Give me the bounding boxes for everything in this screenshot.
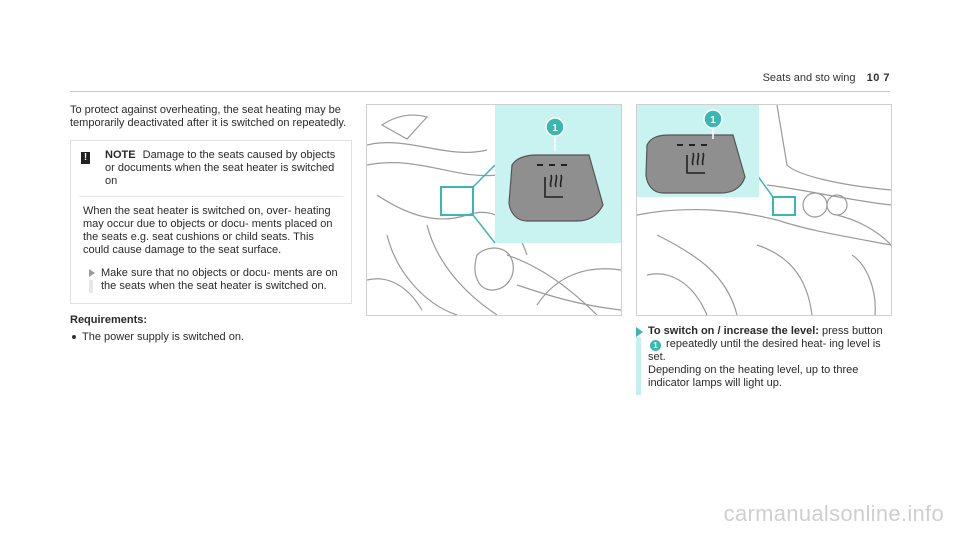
note-divider (79, 196, 343, 197)
note-body: When the seat heater is switched on, ove… (71, 197, 351, 303)
step-text-c: Depending on the heating level, up to th… (648, 364, 859, 389)
callout-badge: 1 (650, 340, 661, 351)
requirement-text: The power supply is switched on. (82, 331, 245, 343)
watermark: carmanualsonline.info (723, 501, 944, 526)
note-step-text: Make sure that no objects or docu- ments… (101, 267, 338, 292)
zoom-frame (772, 196, 796, 216)
page-header: Seats and sto wing 10 7 (763, 72, 890, 84)
callout-number: 1 (710, 115, 716, 126)
left-column: To protect against overheating, the seat… (70, 104, 352, 344)
step-bar (89, 280, 93, 293)
note-header: ! NOTE Damage to the seats caused by obj… (71, 141, 351, 196)
figure-interior: 1 (636, 104, 892, 316)
step-text-b: repeatedly until the desired heat- ing l… (648, 338, 881, 363)
play-arrow-icon (636, 327, 643, 337)
section-title: Seats and sto wing (762, 72, 856, 84)
seat-heater-switch (508, 154, 604, 222)
door-panel-illustration: 1 (367, 105, 621, 315)
exclamation-icon: ! (81, 152, 90, 164)
step-text-a: press button (818, 325, 883, 337)
zoom-frame (440, 186, 474, 216)
callout-number: 1 (552, 123, 558, 134)
seat-heater-icon (686, 152, 705, 174)
play-arrow-icon (89, 269, 95, 277)
header-rule (70, 91, 890, 92)
note-step: Make sure that no objects or docu- ments… (83, 267, 341, 293)
seat-heater-icon (544, 174, 563, 198)
page-number: 10 7 (866, 72, 890, 84)
note-body-text: When the seat heater is switched on, ove… (83, 205, 333, 256)
requirements-title: Requirements: (70, 314, 148, 326)
step-bar (636, 337, 641, 395)
interior-illustration: 1 (637, 105, 891, 315)
requirement-item: The power supply is switched on. (70, 331, 352, 344)
seat-heater-switch (645, 134, 746, 194)
right-column: To switch on / increase the level: press… (636, 325, 890, 395)
intro-paragraph: To protect against overheating, the seat… (70, 104, 347, 129)
note-lead: Damage to the seats caused by objects or… (105, 149, 336, 187)
step-title: To switch on / increase the level: (648, 325, 819, 337)
note-title: NOTE (105, 149, 136, 161)
figure-door-panel: 1 (366, 104, 622, 316)
note-box: ! NOTE Damage to the seats caused by obj… (70, 140, 352, 304)
bullet-icon (72, 335, 76, 339)
switch-on-step: To switch on / increase the level: press… (636, 325, 890, 395)
